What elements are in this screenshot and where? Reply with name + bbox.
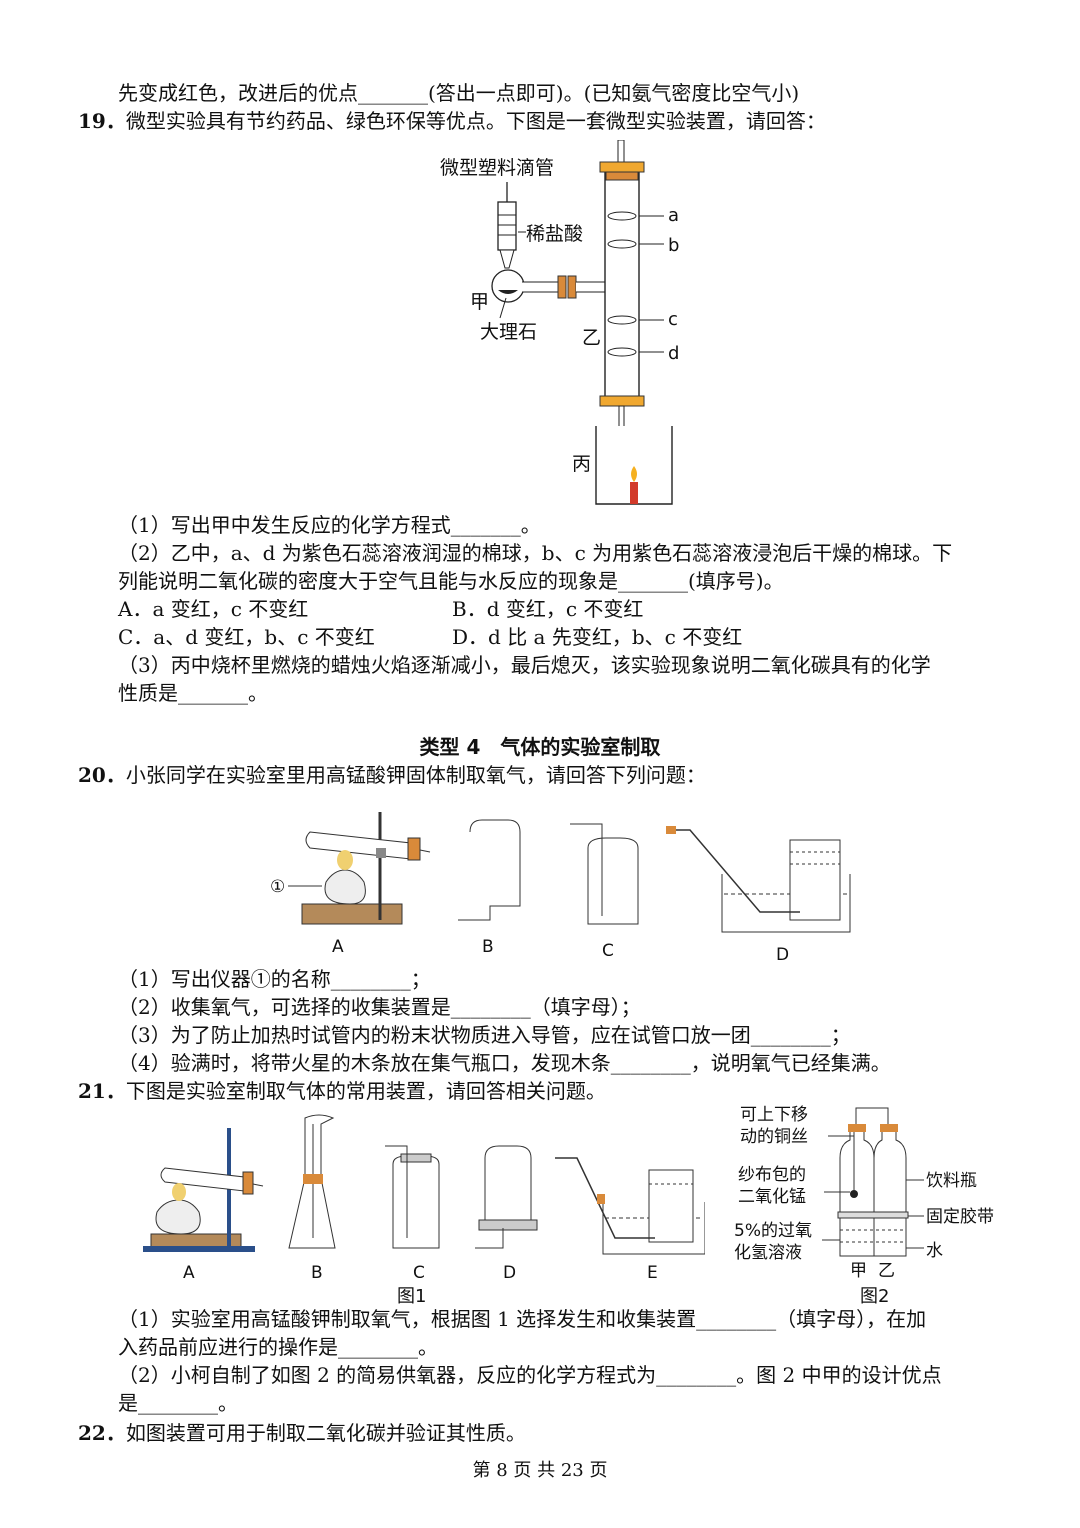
fig2-gauze2: 二氧化锰 bbox=[738, 1187, 806, 1207]
q20-figure: ① A B C D bbox=[270, 812, 851, 962]
device-B bbox=[458, 819, 521, 921]
label-jia: 甲 bbox=[470, 291, 489, 313]
section-heading: 类型 4 气体的实验室制取 bbox=[419, 735, 661, 759]
device-C bbox=[587, 837, 639, 925]
fig1-caption: 图1 bbox=[397, 1286, 426, 1307]
question-19-stem: 19．微型实验具有节约药品、绿色环保等优点。下图是一套微型实验装置，请回答： bbox=[78, 108, 826, 134]
fig1-label-C: C bbox=[413, 1263, 425, 1283]
candle bbox=[630, 482, 638, 504]
question-number: 21． bbox=[78, 1079, 126, 1103]
q19-part3-line2: 性质是_______。 bbox=[118, 681, 268, 705]
label-D: D bbox=[776, 945, 789, 962]
q21-part2-line2: 是________。 bbox=[118, 1391, 238, 1415]
question-number: 20． bbox=[78, 763, 126, 787]
fig2-bottle: 饮料瓶 bbox=[926, 1171, 977, 1191]
label-b: b bbox=[668, 235, 679, 256]
question-number: 19． bbox=[78, 109, 126, 133]
test-tube bbox=[305, 831, 421, 861]
q20-part1: （1）写出仪器①的名称________； bbox=[118, 967, 431, 991]
q21-figure2: 可上下移 动的铜丝 纱布包的 二氧化锰 5%的过氧 化氢溶液 饮料瓶 固定胶带 … bbox=[734, 1105, 994, 1307]
q21-part1-line2: 入药品前应进行的操作是________。 bbox=[118, 1335, 438, 1359]
tube-yi bbox=[604, 169, 640, 401]
stem-text: 微型实验具有节约药品、绿色环保等优点。下图是一套微型实验装置，请回答： bbox=[125, 109, 826, 133]
fig1-label-E: E bbox=[647, 1263, 658, 1283]
question-20-stem: 20．小张同学在实验室里用高锰酸钾固体制取氧气，请回答下列问题： bbox=[78, 762, 706, 788]
label-yi: 乙 bbox=[582, 327, 601, 349]
label-A: A bbox=[332, 937, 344, 957]
bulb-jia bbox=[491, 269, 525, 303]
q19-option-b: B．d 变红，c 不变红 bbox=[452, 597, 644, 621]
q19-part2-line1: （2）乙中，a、d 为紫色石蕊溶液润湿的棉球，b、c 为用紫色石蕊溶液浸泡后干燥… bbox=[118, 541, 953, 565]
q20-part2: （2）收集氧气，可选择的收集装置是________（填字母）； bbox=[118, 995, 641, 1019]
label-B: B bbox=[482, 937, 494, 957]
label-a: a bbox=[668, 205, 679, 226]
question-number: 22． bbox=[78, 1421, 126, 1445]
dropper-body bbox=[497, 201, 517, 251]
label-bing: 丙 bbox=[572, 453, 591, 475]
bottle-yi bbox=[873, 1129, 907, 1257]
fig2-water: 水 bbox=[926, 1241, 943, 1261]
fig2-gauze1: 纱布包的 bbox=[738, 1165, 806, 1185]
stem-text: 如图装置可用于制取二氧化碳并验证其性质。 bbox=[125, 1421, 526, 1445]
question-22-stem: 22．如图装置可用于制取二氧化碳并验证其性质。 bbox=[78, 1420, 526, 1446]
fig2-jia: 甲 bbox=[850, 1261, 867, 1281]
stem-text: 下图是实验室制取气体的常用装置，请回答相关问题。 bbox=[125, 1079, 606, 1103]
label-circ1: ① bbox=[270, 877, 285, 897]
fig1-label-A: A bbox=[183, 1263, 195, 1283]
alcohol-lamp bbox=[324, 869, 366, 905]
fig2-h2o2a: 5%的过氧 bbox=[734, 1221, 812, 1241]
q19-part3-line1: （3）丙中烧杯里燃烧的蜡烛火焰逐渐减小，最后熄灭，该实验现象说明二氧化碳具有的化… bbox=[118, 653, 931, 677]
label-d: d bbox=[668, 343, 679, 364]
q19-figure: 微型塑料滴管 稀盐酸 甲 大理石 a b c d 乙 丙 bbox=[440, 140, 679, 505]
fig2-copper2: 动的铜丝 bbox=[740, 1127, 808, 1147]
q19-part1: （1）写出甲中发生反应的化学方程式_______。 bbox=[118, 513, 541, 537]
fig2-h2o2b: 化氢溶液 bbox=[734, 1243, 802, 1263]
label-marble: 大理石 bbox=[480, 321, 537, 343]
fig2-yi: 乙 bbox=[878, 1261, 895, 1281]
fig2-tape: 固定胶带 bbox=[926, 1207, 994, 1227]
fig2-copper1: 可上下移 bbox=[740, 1105, 808, 1125]
label-c: c bbox=[668, 309, 678, 330]
q20-part4: （4）验满时，将带火星的木条放在集气瓶口，发现木条________，说明氧气已经… bbox=[118, 1051, 891, 1075]
label-dropper: 微型塑料滴管 bbox=[440, 157, 554, 179]
q21-part1-line1: （1）实验室用高锰酸钾制取氧气，根据图 1 选择发生和收集装置________（… bbox=[118, 1307, 927, 1331]
label-acid: 稀盐酸 bbox=[526, 223, 583, 245]
fig1-label-D: D bbox=[503, 1263, 516, 1283]
stem-text: 小张同学在实验室里用高锰酸钾固体制取氧气，请回答下列问题： bbox=[125, 763, 706, 787]
fig2-caption: 图2 bbox=[860, 1286, 889, 1307]
q19-part2-line2: 列能说明二氧化碳的密度大于空气且能与水反应的现象是_______(填序号)。 bbox=[118, 569, 784, 593]
q19-option-c: C．a、d 变红，b、c 不变红 bbox=[118, 625, 375, 649]
q21-figure1: A B C D E 图1 bbox=[143, 1114, 705, 1307]
q19-option-a: A．a 变红，c 不变红 bbox=[118, 597, 309, 621]
page-footer: 第 8 页 共 23 页 bbox=[472, 1460, 608, 1481]
fig1-label-B: B bbox=[311, 1263, 323, 1283]
q21-part2-line1: （2）小柯自制了如图 2 的简易供氧器，反应的化学方程式为________。图 … bbox=[118, 1363, 942, 1387]
stand-base bbox=[301, 903, 403, 925]
label-C: C bbox=[602, 941, 614, 961]
continued-line: 先变成红色，改进后的优点_______(答出一点即可)。(已知氨气密度比空气小) bbox=[118, 81, 800, 105]
q19-option-d: D．d 比 a 先变红，b、c 不变红 bbox=[452, 625, 743, 649]
q20-part3: （3）为了防止加热时试管内的粉末状物质进入导管，应在试管口放一团________… bbox=[118, 1023, 851, 1047]
question-21-stem: 21．下图是实验室制取气体的常用装置，请回答相关问题。 bbox=[78, 1078, 606, 1104]
